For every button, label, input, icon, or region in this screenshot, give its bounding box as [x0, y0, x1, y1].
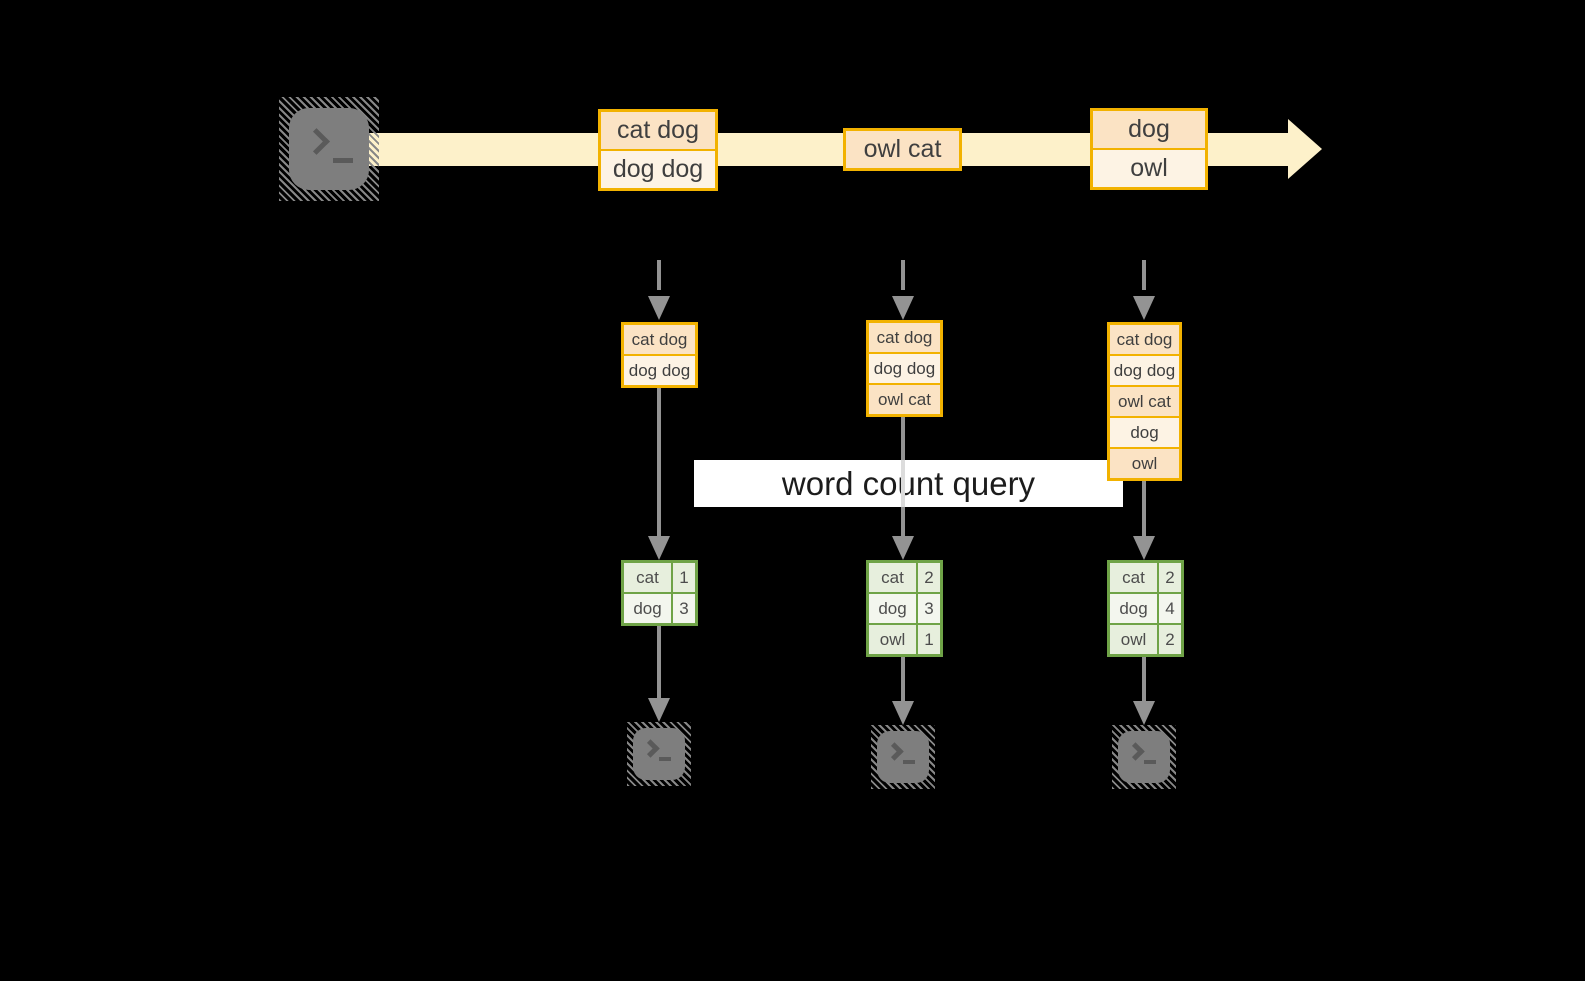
word-cell: dog [869, 594, 918, 623]
result-row: owl 2 [1110, 625, 1181, 654]
prompt-chevron-icon [303, 128, 330, 155]
count-cell: 2 [1159, 625, 1181, 654]
count-cell: 3 [918, 594, 940, 623]
query-arrowhead-icon [1133, 536, 1155, 560]
count-cell: 2 [1159, 563, 1181, 592]
result-row: cat 1 [624, 563, 695, 594]
prompt-chevron-icon [641, 739, 660, 758]
sink-terminal-icon [627, 722, 691, 786]
source-terminal-icon [279, 97, 379, 201]
word-cell: dog [624, 594, 673, 623]
batch-row: owl cat [846, 131, 959, 168]
query-arrow-line [657, 388, 661, 536]
result-row: dog 3 [624, 594, 695, 623]
query-arrow-through-label [901, 460, 905, 507]
query-arrowhead-icon [648, 536, 670, 560]
terminal-screen [633, 728, 685, 780]
word-cell: cat [624, 563, 673, 592]
stream-batch-1: cat dog dog dog [598, 109, 718, 191]
output-arrow-line [901, 657, 905, 701]
input-buffer-1: cat dog dog dog [621, 322, 698, 388]
sink-terminal-icon [871, 725, 935, 789]
prompt-chevron-icon [1126, 742, 1145, 761]
count-cell: 1 [918, 625, 940, 654]
prompt-underscore-icon [659, 757, 671, 761]
count-cell: 3 [673, 594, 695, 623]
result-row: cat 2 [869, 563, 940, 594]
buffer-row: dog [1110, 418, 1179, 449]
stream-arrowhead-icon [1288, 119, 1322, 179]
buffer-row: cat dog [624, 325, 695, 356]
output-arrowhead-icon [892, 701, 914, 725]
ingest-arrow-dash [901, 260, 905, 290]
buffer-row: cat dog [869, 323, 940, 354]
ingest-arrow-dash [657, 260, 661, 290]
buffer-row: dog dog [624, 356, 695, 385]
count-cell: 2 [918, 563, 940, 592]
count-cell: 1 [673, 563, 695, 592]
batch-row: cat dog [601, 112, 715, 151]
buffer-row: dog dog [1110, 356, 1179, 387]
query-arrowhead-icon [892, 536, 914, 560]
terminal-screen [1118, 731, 1170, 783]
buffer-row: owl cat [869, 385, 940, 414]
result-table-2: cat 2 dog 3 owl 1 [866, 560, 943, 657]
input-buffer-3: cat dog dog dog owl cat dog owl [1107, 322, 1182, 481]
prompt-underscore-icon [903, 760, 915, 764]
word-cell: cat [869, 563, 918, 592]
result-table-3: cat 2 dog 4 owl 2 [1107, 560, 1184, 657]
output-arrow-line [1142, 657, 1146, 701]
batch-row: dog [1093, 111, 1205, 150]
result-row: dog 3 [869, 594, 940, 625]
ingest-arrow-dash [1142, 260, 1146, 290]
prompt-chevron-icon [885, 742, 904, 761]
sink-terminal-icon [1112, 725, 1176, 789]
result-row: owl 1 [869, 625, 940, 654]
word-cell: owl [1110, 625, 1159, 654]
count-cell: 4 [1159, 594, 1181, 623]
output-arrow-line [657, 626, 661, 698]
buffer-row: dog dog [869, 354, 940, 385]
stream-batch-3: dog owl [1090, 108, 1208, 190]
result-table-1: cat 1 dog 3 [621, 560, 698, 626]
stream-batch-2: owl cat [843, 128, 962, 171]
terminal-screen [289, 108, 369, 190]
query-label: word count query [694, 460, 1123, 507]
query-arrow-line [1142, 481, 1146, 536]
prompt-underscore-icon [1144, 760, 1156, 764]
batch-row: owl [1093, 150, 1205, 187]
ingest-arrowhead-icon [892, 296, 914, 320]
ingest-arrowhead-icon [648, 296, 670, 320]
output-arrowhead-icon [1133, 701, 1155, 725]
input-buffer-2: cat dog dog dog owl cat [866, 320, 943, 417]
word-cell: cat [1110, 563, 1159, 592]
batch-row: dog dog [601, 151, 715, 188]
word-cell: owl [869, 625, 918, 654]
ingest-arrowhead-icon [1133, 296, 1155, 320]
result-row: dog 4 [1110, 594, 1181, 625]
prompt-underscore-icon [333, 158, 353, 163]
output-arrowhead-icon [648, 698, 670, 722]
word-cell: dog [1110, 594, 1159, 623]
buffer-row: owl cat [1110, 387, 1179, 418]
terminal-screen [877, 731, 929, 783]
buffer-row: cat dog [1110, 325, 1179, 356]
result-row: cat 2 [1110, 563, 1181, 594]
buffer-row: owl [1110, 449, 1179, 478]
